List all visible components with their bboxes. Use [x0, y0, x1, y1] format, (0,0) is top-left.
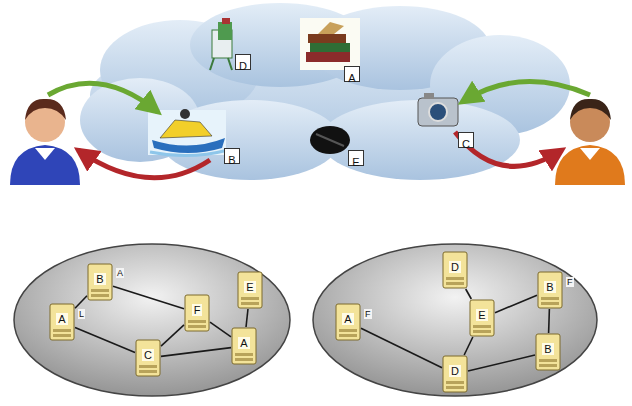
server-node: B: [87, 263, 113, 301]
node-letter: E: [244, 281, 255, 293]
network-link: [246, 309, 248, 327]
node-letter: E: [352, 156, 359, 168]
network-link: [161, 325, 184, 346]
node-letter: D: [449, 261, 461, 273]
server-node: E: [237, 271, 263, 309]
node-letter: B: [544, 281, 555, 293]
resource-tag: B: [224, 148, 240, 164]
resource-tag: D: [235, 54, 251, 70]
node-letter: B: [94, 273, 105, 285]
jetski-icon: [148, 109, 228, 156]
node-letter: E: [476, 309, 487, 321]
node-letter: B: [228, 154, 235, 166]
user-left: [10, 99, 80, 185]
network-region: [14, 244, 290, 396]
server-node: A: [49, 303, 75, 341]
network-link: [75, 327, 135, 352]
network-link: [113, 286, 184, 309]
server-node: F: [184, 294, 210, 332]
network-link: [161, 348, 231, 357]
server-tag: A: [116, 268, 124, 278]
request-arrow: [48, 83, 158, 112]
request-arrow: [462, 82, 590, 102]
node-letter: D: [449, 365, 461, 377]
node-letter: D: [239, 60, 247, 72]
response-arrow: [78, 150, 210, 178]
node-letter: F: [192, 304, 203, 316]
network-link: [466, 289, 472, 299]
network-link: [75, 296, 87, 309]
server-tag: F: [566, 277, 574, 287]
network-region: [313, 244, 597, 396]
server-tag: L: [78, 309, 85, 319]
network-link: [548, 309, 550, 333]
network-link: [210, 322, 231, 337]
server-node: A: [231, 327, 257, 365]
network-link: [468, 355, 535, 371]
network-link: [495, 295, 537, 312]
server-tag: F: [364, 309, 372, 319]
resource-tag: C: [458, 132, 474, 148]
node-letter: C: [462, 138, 470, 150]
cloud: [80, 3, 570, 180]
network-link: [464, 337, 473, 355]
server-node: B: [535, 333, 561, 371]
node-letter: A: [56, 313, 67, 325]
camera-icon: [418, 93, 458, 126]
resource-tag: A: [344, 66, 360, 82]
server-node: E: [469, 299, 495, 337]
resource-tag: E: [348, 150, 364, 166]
node-letter: C: [142, 349, 154, 361]
node-letter: B: [542, 343, 553, 355]
dial-icon: [310, 126, 350, 154]
user-right: [555, 99, 625, 185]
server-node: B: [537, 271, 563, 309]
server-node: A: [335, 303, 361, 341]
server-node: C: [135, 339, 161, 377]
node-letter: A: [238, 337, 249, 349]
network-link: [361, 328, 442, 367]
node-letter: A: [348, 72, 355, 84]
server-node: D: [442, 251, 468, 289]
bag-icon: [210, 18, 232, 70]
node-letter: A: [342, 313, 353, 325]
server-node: D: [442, 355, 468, 393]
response-arrow: [455, 132, 562, 166]
books-icon: [300, 18, 360, 70]
